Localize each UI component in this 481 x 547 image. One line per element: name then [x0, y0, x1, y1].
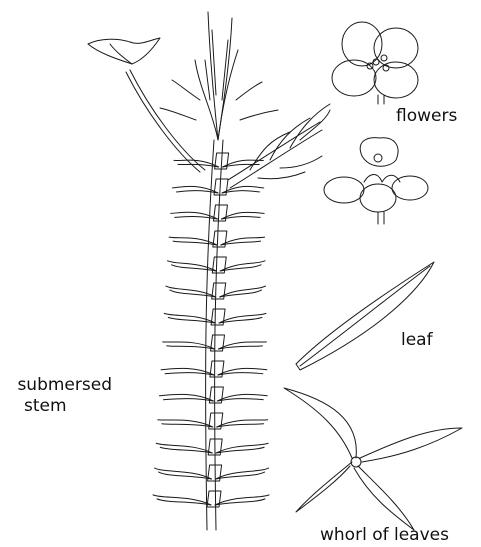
stem-leaf — [216, 472, 265, 479]
stem-apex — [160, 12, 278, 140]
leaf-drawing — [296, 262, 434, 370]
stem-leaf — [217, 399, 263, 401]
stem-leaf — [175, 217, 218, 219]
label-stem-line2: stem — [8, 396, 112, 417]
label-flowers: flowers — [396, 106, 457, 127]
stem-leaf — [221, 241, 261, 245]
flower-top-view — [332, 22, 418, 104]
stem-leaf — [165, 373, 214, 375]
stem-leaf-whorls — [153, 153, 269, 507]
label-leaf: leaf — [401, 330, 433, 351]
label-stem-line1: submersed — [8, 375, 112, 396]
flower-side-view — [324, 138, 428, 224]
side-branch — [228, 104, 330, 188]
stem-leaf — [220, 290, 262, 297]
label-whorl-of-leaves: whorl of leaves — [320, 525, 449, 546]
stem-leaf — [170, 290, 216, 297]
whorl-of-leaves-drawing — [284, 388, 462, 530]
stalked-flower — [88, 38, 205, 172]
stem-leaf — [218, 373, 263, 375]
label-submersed-stem: submersed stem — [8, 375, 112, 417]
stem-leaf — [176, 191, 218, 193]
